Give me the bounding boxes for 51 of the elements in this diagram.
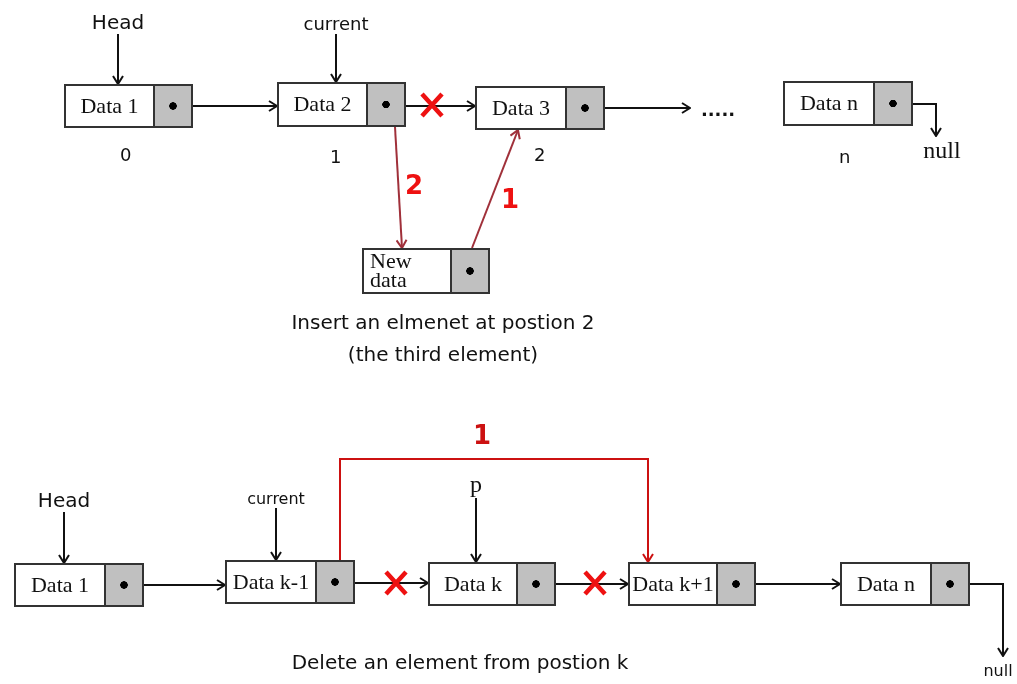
caption: Insert an elmenet at postion 2 (the third element): [290, 309, 596, 368]
list-node: [628, 562, 756, 606]
index-label: 1: [330, 146, 342, 167]
node-data-label: Data n: [856, 569, 916, 598]
index-label: n: [839, 146, 851, 167]
node-data-label: Data k: [443, 569, 503, 598]
pointer-label: current: [236, 484, 316, 508]
arrow: [58, 511, 70, 564]
arrow: [339, 458, 654, 563]
node-data-label: Data n: [799, 89, 859, 118]
pointer-label: Head: [34, 484, 94, 512]
list-node: [64, 84, 193, 128]
arrow: [470, 497, 482, 563]
arrow: [969, 583, 1009, 657]
list-node: [783, 81, 913, 126]
list-node: [428, 562, 556, 606]
list-node: [225, 560, 355, 604]
arrow: [912, 103, 942, 137]
node-data-label: New data: [369, 250, 413, 292]
arrow: [143, 579, 226, 591]
caption: Delete an element from postion k: [290, 649, 630, 676]
list-node: [14, 563, 144, 607]
node-data-label: Data k-1: [231, 567, 311, 596]
pointer-label: Head: [88, 6, 148, 34]
pointer-label: null: [916, 136, 968, 164]
arrow: [270, 507, 282, 561]
arrow: [471, 129, 521, 249]
pointer-label: current: [296, 6, 376, 34]
index-label: 0: [120, 144, 132, 165]
node-data-label: Data 3: [491, 93, 551, 122]
arrow: [112, 33, 124, 85]
arrow: [405, 100, 476, 112]
index-label: 2: [534, 144, 546, 165]
arrow: [555, 578, 629, 590]
arrow: [354, 577, 429, 589]
list-node: [840, 562, 970, 606]
pointer-label: .....: [690, 94, 746, 120]
arrow: [330, 33, 342, 83]
pointer-label: null: [980, 656, 1016, 680]
node-data-label: Data 1: [30, 570, 90, 599]
arrow: [394, 126, 408, 249]
arrow: [755, 578, 841, 590]
node-data-label: Data k+1: [631, 569, 715, 598]
node-data-label: Data 1: [79, 91, 140, 120]
list-node: [362, 248, 490, 294]
node-data-label: Data 2: [292, 90, 353, 119]
arrow: [604, 102, 691, 114]
list-node: [475, 86, 605, 130]
list-node: [277, 82, 406, 127]
arrow: [192, 100, 278, 112]
pointer-label: p: [460, 468, 492, 498]
